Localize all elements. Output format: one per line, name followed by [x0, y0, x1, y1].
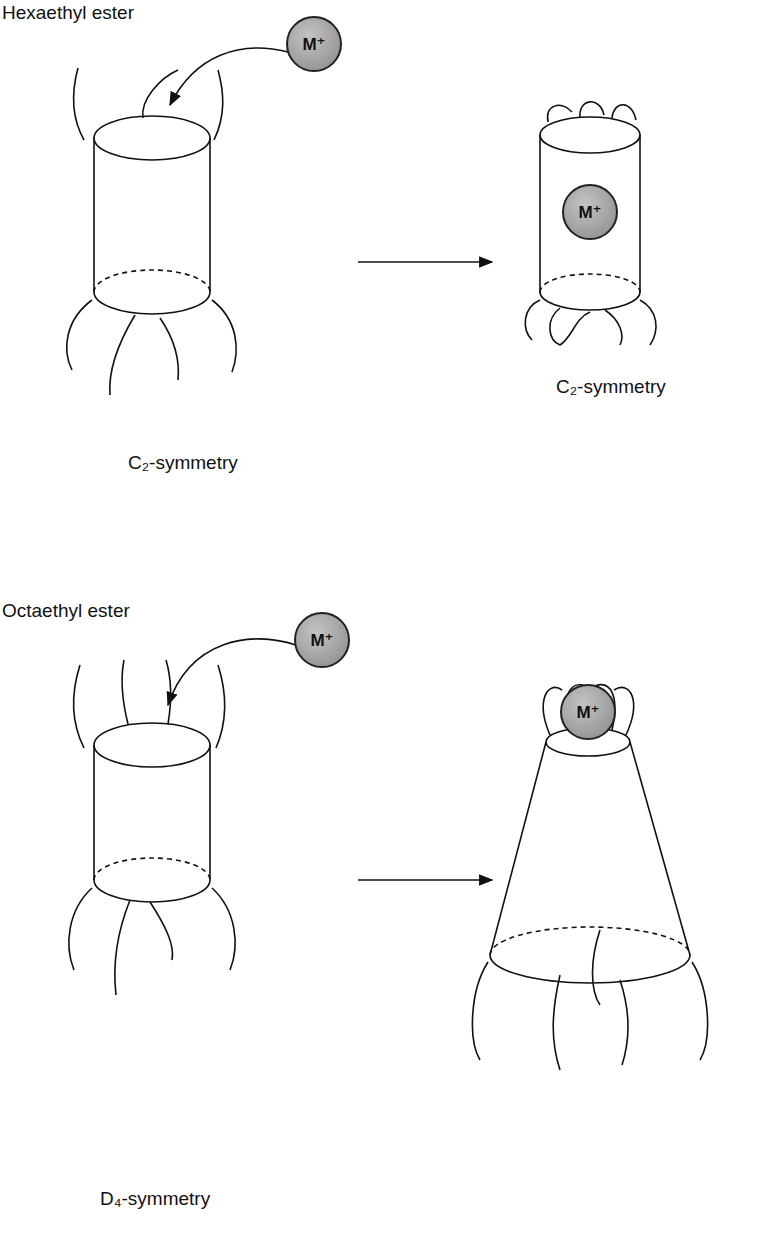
- cation-label: M⁺: [310, 630, 333, 651]
- cation-label: M⁺: [302, 34, 325, 55]
- caption-label: Hexaethyl ester: [2, 2, 134, 24]
- approach-arrow: [170, 48, 288, 105]
- caption-label: Octaethyl ester: [2, 600, 130, 622]
- cation-circle: M⁺: [562, 184, 618, 240]
- cylinder: [525, 102, 656, 345]
- caption-label: C₂-symmetry: [128, 452, 238, 474]
- caption-label: C₂-symmetry: [556, 376, 666, 398]
- cation-label: M⁺: [578, 202, 601, 223]
- cone: [472, 685, 707, 1070]
- cation-circle: M⁺: [560, 684, 616, 740]
- cylinder: [67, 68, 236, 395]
- cation-circle: M⁺: [294, 612, 350, 668]
- approach-arrow: [168, 639, 296, 705]
- caption-label: D₄-symmetry: [100, 1188, 210, 1210]
- cation-label: M⁺: [576, 702, 599, 723]
- reaction-arrow: [358, 879, 492, 881]
- reaction-arrow: [358, 261, 492, 263]
- cylinder: [69, 660, 235, 995]
- cation-circle: M⁺: [286, 16, 342, 72]
